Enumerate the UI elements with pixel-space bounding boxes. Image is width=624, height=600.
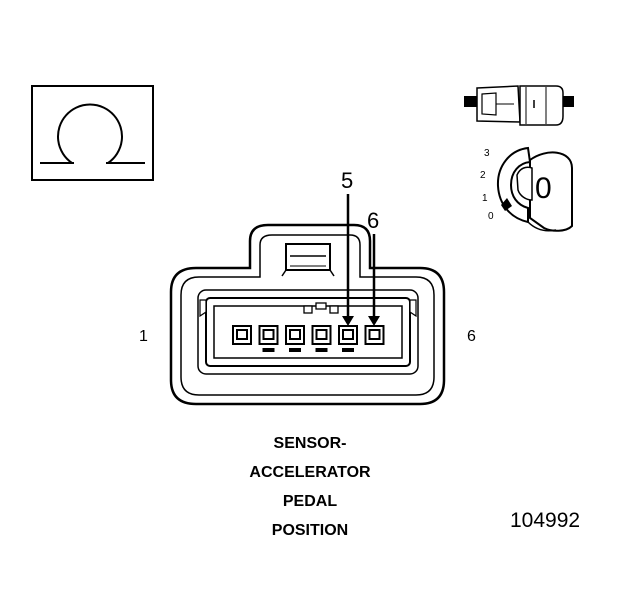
pin-cavity-5: [338, 325, 358, 352]
dial-label-2: 2: [480, 170, 486, 181]
callout-leader-6: [368, 234, 380, 326]
pin-cavity-3: [285, 325, 305, 352]
connector-housing: [169, 223, 446, 406]
pin-cavity-4: [311, 325, 332, 352]
connector-side-view-icon: [464, 85, 574, 126]
pin-cavity-1: [232, 325, 252, 345]
pin-cavities: [232, 325, 385, 352]
title-line-2: ACCELERATOR: [249, 464, 371, 481]
title-line-1: SENSOR-: [273, 435, 347, 452]
figure-number: 104992: [510, 509, 581, 532]
pin-cavity-2: [258, 325, 279, 352]
callout-5: 5: [341, 168, 354, 193]
dial-label-3: 3: [484, 148, 490, 159]
omega-symbol-icon: [31, 85, 154, 181]
title-line-3: PEDAL: [282, 493, 338, 510]
dial-label-1: 1: [482, 193, 488, 204]
title-line-4: POSITION: [271, 522, 349, 539]
dial-label-0: 0: [488, 211, 494, 222]
pin-cavity-6: [364, 325, 385, 345]
terminal-position-dial-icon: [496, 146, 573, 232]
callout-leader-5: [342, 194, 354, 326]
callout-6: 6: [367, 208, 380, 233]
dial-current-position: 0: [535, 172, 552, 205]
pin-6-label: 6: [467, 328, 476, 345]
pin-1-label: 1: [139, 328, 148, 345]
diagram-title: SENSOR- ACCELERATOR PEDAL POSITION: [180, 429, 440, 545]
